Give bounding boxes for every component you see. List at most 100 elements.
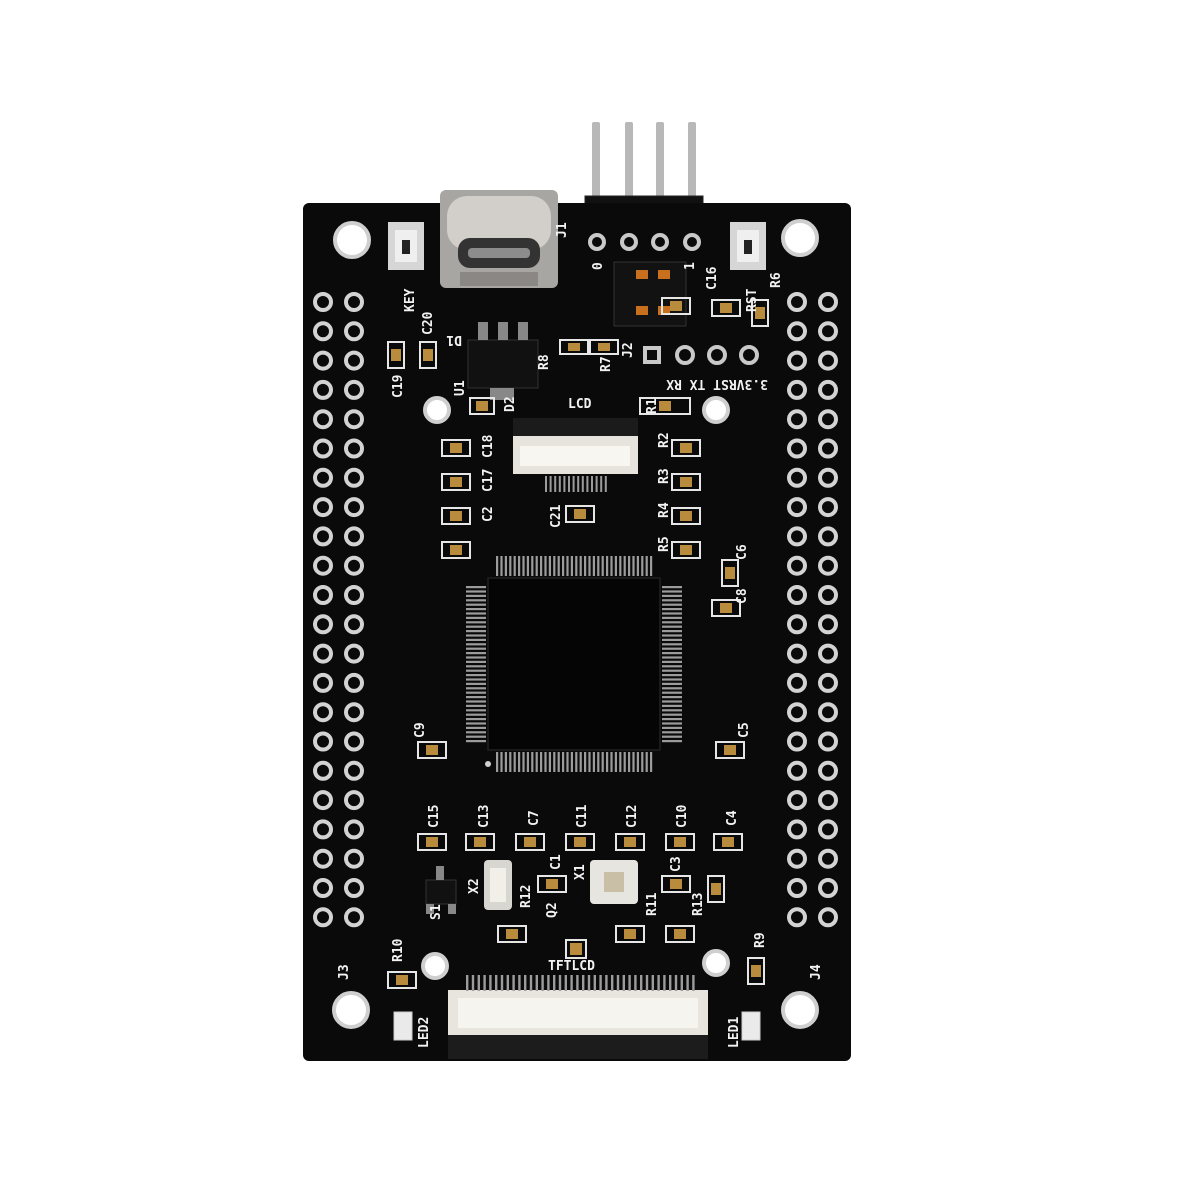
smd-body — [391, 349, 401, 361]
lcd-fpc-connector[interactable] — [513, 418, 638, 474]
label-x1: X1 — [573, 864, 588, 880]
smd-footprint — [515, 833, 545, 851]
header-hole — [344, 614, 364, 635]
smd-body — [624, 929, 636, 939]
header-hole — [818, 907, 838, 928]
smd-body — [450, 511, 462, 521]
mcu-pin — [466, 682, 486, 685]
header-hole — [344, 790, 364, 811]
mcu-pin — [466, 616, 486, 619]
transistor-s1 — [425, 866, 457, 914]
mcu-pin — [466, 665, 486, 668]
tftlcd-pin — [582, 975, 585, 991]
mcu-pin — [466, 691, 486, 694]
smd-body — [680, 545, 692, 555]
tftlcd-pin — [651, 975, 654, 991]
mcu-pin — [662, 691, 682, 694]
header-hole — [787, 467, 807, 488]
reset-button[interactable] — [730, 222, 766, 270]
mcu-pin — [597, 556, 600, 576]
label-c1: C1 — [549, 854, 564, 870]
mcu-pin — [610, 752, 613, 772]
header-hole — [787, 819, 807, 840]
header-hole — [787, 643, 807, 664]
mcu-pin — [522, 752, 525, 772]
mcu-pin — [662, 674, 682, 677]
smd-body — [722, 837, 734, 847]
header-hole — [818, 790, 838, 811]
mcu-pin — [544, 752, 547, 772]
tftlcd-pin — [529, 975, 533, 991]
tftlcd-pin — [674, 975, 678, 991]
lcd-connector-pins — [545, 476, 607, 492]
lcd-pin — [600, 476, 603, 492]
mcu-pin — [636, 752, 639, 772]
mcu-pin — [584, 752, 587, 772]
mcu-pin — [662, 704, 682, 707]
mcu-pin — [466, 709, 486, 712]
tftlcd-fpc-connector[interactable] — [448, 990, 708, 1059]
tftlcd-pin — [553, 975, 556, 991]
lcd-pin — [591, 476, 593, 492]
smd-footprint — [387, 971, 417, 989]
mcu-pin — [509, 556, 512, 576]
voltage-regulator-u1 — [467, 322, 539, 400]
header-hole — [313, 585, 333, 605]
mcu-pin — [662, 678, 682, 681]
mcu-pin — [662, 665, 682, 668]
smd-footprint — [721, 559, 739, 587]
smd-body — [720, 303, 732, 313]
key-button[interactable] — [388, 222, 424, 270]
mcu-pin — [557, 556, 560, 576]
mcu-pin — [662, 643, 682, 646]
mcu-pin — [557, 752, 560, 772]
label-c6: C6 — [735, 544, 750, 560]
lcd-pin — [563, 476, 566, 492]
smd-footprint — [713, 833, 743, 851]
label-r6: R6 — [769, 272, 784, 288]
header-hole — [818, 731, 838, 752]
mcu-pin — [601, 556, 604, 576]
tftlcd-pin — [541, 975, 544, 991]
mcu-pin — [662, 669, 682, 672]
mcu-pin — [575, 752, 578, 772]
mcu-pin — [466, 621, 486, 624]
header-hole — [344, 731, 364, 752]
tftlcd-pin — [680, 975, 683, 991]
header-hole — [787, 438, 807, 459]
header-hole — [313, 907, 333, 928]
header-hole — [313, 878, 333, 898]
smd-body — [476, 401, 488, 411]
lcd-pin — [572, 476, 575, 492]
label-j1: J1 — [555, 222, 570, 238]
mcu-pin — [513, 556, 516, 576]
smd-footprint — [417, 833, 447, 851]
header-hole — [787, 409, 807, 430]
mcu-pin — [466, 608, 486, 611]
mcu-pin — [504, 556, 507, 576]
mcu-pin — [628, 752, 631, 772]
mcu-pin — [662, 687, 682, 690]
tftlcd-pin — [616, 975, 620, 991]
header-hole — [818, 643, 838, 664]
tftlcd-connector-pins — [466, 975, 695, 991]
mcu-pin — [466, 643, 486, 646]
smd-footprint — [671, 507, 701, 525]
header-hole — [818, 467, 838, 488]
smd-body — [426, 837, 438, 847]
mcu-pin — [662, 608, 682, 611]
header-hole — [818, 614, 838, 635]
mcu-pin — [662, 713, 682, 716]
tftlcd-pin — [640, 975, 643, 991]
mcu-pin — [466, 586, 486, 589]
mcu-pin — [662, 696, 682, 699]
mcu-pin — [466, 718, 486, 721]
tftlcd-pin — [547, 975, 550, 991]
header-hole — [787, 555, 807, 576]
lcd-pin — [604, 476, 607, 492]
smd-footprint — [441, 473, 471, 491]
header-hole — [313, 614, 333, 635]
usb-c-connector[interactable] — [440, 190, 558, 288]
boot-jumpers[interactable] — [613, 261, 687, 327]
